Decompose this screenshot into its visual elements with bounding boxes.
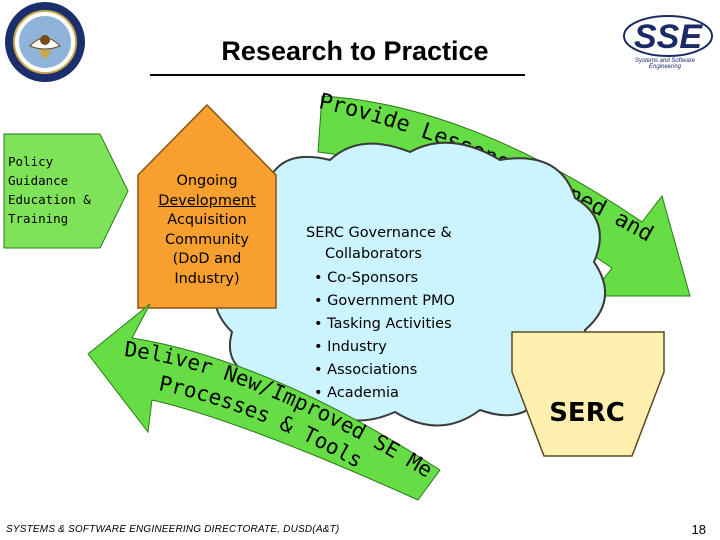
dod-seal-logo (5, 2, 85, 82)
sse-subtitle: Systems and Software Engineering (634, 58, 696, 70)
cloud-bullet: Associations (306, 359, 506, 382)
serc-box (511, 331, 665, 457)
pentagon-label: Ongoing Development Acquisition Communit… (143, 172, 271, 289)
slide-title: Research to Practice (221, 36, 489, 66)
cloud-label: SERC Governance & Collaborators Co-Spons… (306, 222, 506, 405)
acquisition-community-pentagon (137, 103, 277, 309)
policy-line: Guidance (8, 173, 69, 188)
policy-line: Training (8, 211, 69, 226)
cloud-bullet: Industry (306, 336, 506, 359)
sse-wordmark: SSE (634, 18, 703, 56)
page-number: 18 (691, 522, 706, 537)
title-underline (150, 74, 525, 76)
pentagon-line: Community (165, 231, 249, 248)
pentagon-line: Ongoing (176, 173, 238, 189)
policy-line: Policy (8, 154, 54, 169)
policy-line: Education & (8, 192, 91, 207)
pentagon-line: Acquisition (167, 212, 247, 228)
pentagon-line: Industry) (174, 270, 240, 287)
cloud-bullet: Government PMO (306, 290, 506, 313)
cloud-bullet: Co-Sponsors (306, 267, 506, 290)
policy-arrow (3, 133, 129, 249)
policy-arrow-label: Policy Guidance Education & Training (8, 152, 91, 228)
cloud-bullet: Academia (306, 382, 506, 405)
sse-logo: SSE (623, 15, 713, 57)
serc-label: SERC (549, 398, 625, 428)
cloud-heading-line2: Collaborators (325, 246, 422, 262)
cloud-heading: SERC Governance & (306, 225, 452, 241)
cloud-bullet: Tasking Activities (306, 313, 506, 336)
pentagon-line: (DoD and (172, 251, 242, 267)
pentagon-line: Development (158, 192, 256, 209)
footer-text: SYSTEMS & SOFTWARE ENGINEERING DIRECTORA… (6, 524, 340, 535)
